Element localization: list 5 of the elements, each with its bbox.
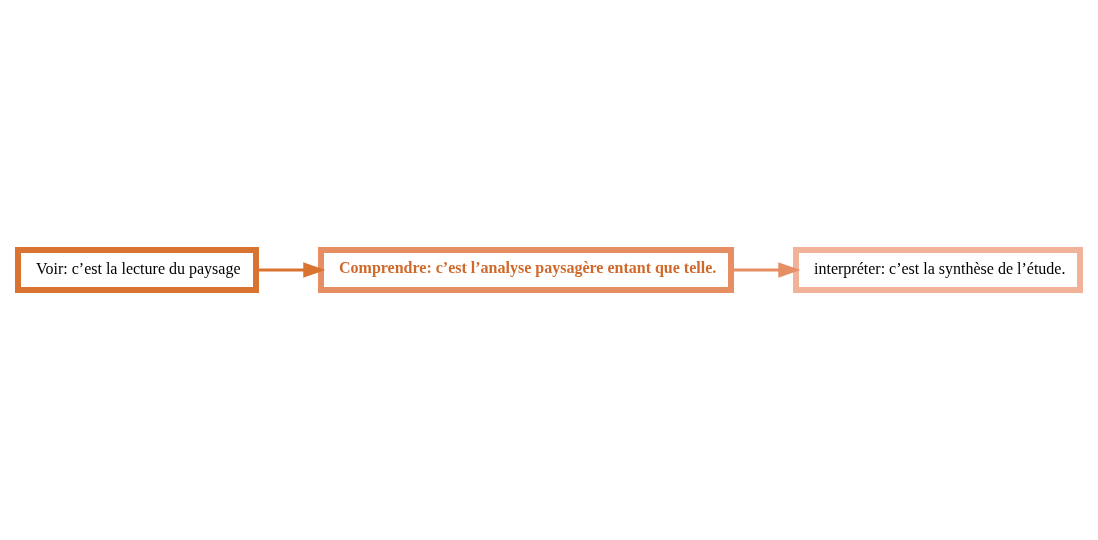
arrow — [731, 262, 801, 278]
node-box: Voir: c’est la lecture du paysage — [15, 247, 259, 293]
node-box: interpréter: c’est la synthèse de l’étude. — [793, 247, 1083, 293]
node-box: Comprendre: c’est l’analyse paysagère entant que telle. — [318, 247, 734, 293]
arrow — [256, 262, 326, 278]
